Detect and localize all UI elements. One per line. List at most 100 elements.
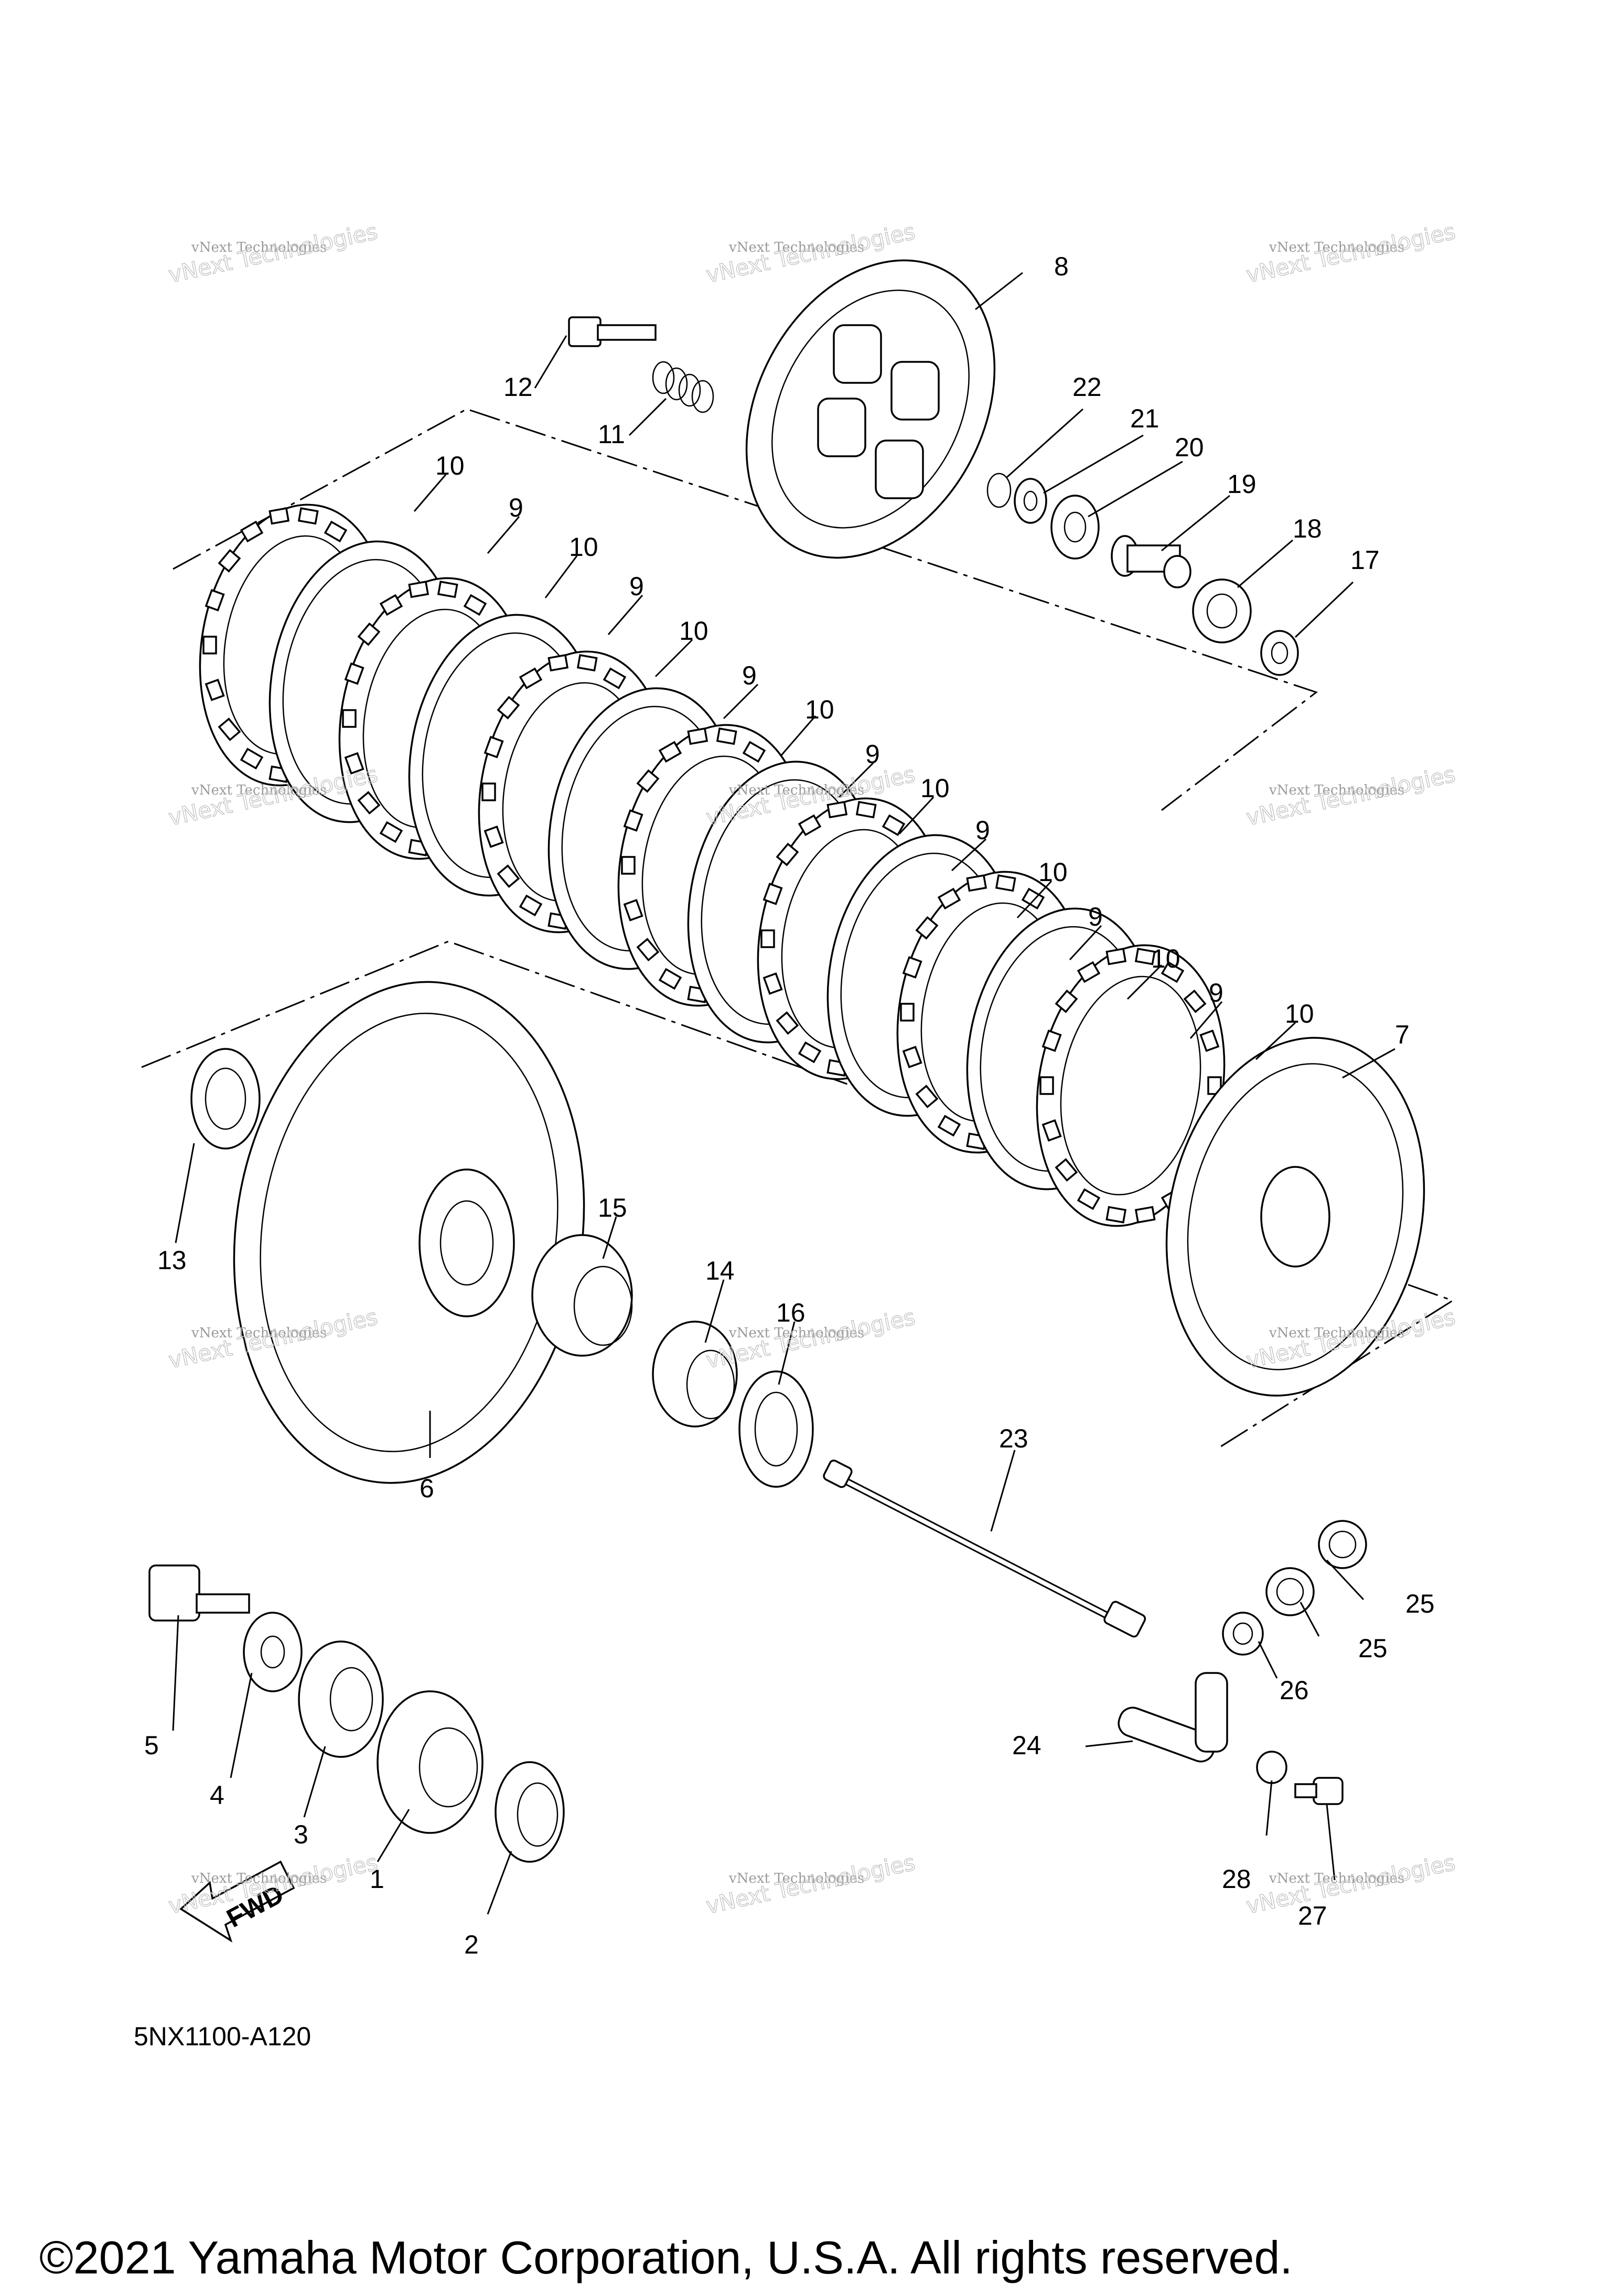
- leader-line: [975, 272, 1023, 310]
- callout-4: 4: [210, 1780, 224, 1810]
- leader-line: [487, 1851, 512, 1915]
- clutch-plate-stack: [199, 503, 1226, 1227]
- leader-line: [990, 1450, 1016, 1532]
- callout-25: 25: [1358, 1634, 1388, 1663]
- leader-line: [1342, 1048, 1395, 1079]
- bearing-25-lower: [1265, 1567, 1315, 1616]
- callout-10: 10: [1151, 944, 1180, 973]
- leader-line: [778, 1321, 796, 1385]
- clutch-housing-6: [233, 981, 585, 1484]
- leader-line: [951, 838, 987, 872]
- callout-10: 10: [569, 532, 598, 562]
- callout-6: 6: [420, 1474, 434, 1503]
- callout-15: 15: [598, 1193, 627, 1222]
- callout-24: 24: [1012, 1731, 1041, 1760]
- leader-line: [1088, 460, 1183, 518]
- callout-9: 9: [1209, 978, 1223, 1007]
- watermark-line1: vNext Technologies: [191, 782, 327, 798]
- primary-drive-gear-1: [377, 1690, 484, 1834]
- callout-10: 10: [1285, 999, 1314, 1028]
- callout-25: 25: [1405, 1589, 1435, 1618]
- leader-line: [1265, 1780, 1273, 1836]
- callout-9: 9: [1088, 902, 1103, 931]
- push-rod-23: [823, 1460, 1146, 1638]
- spacer-14: [652, 1321, 738, 1428]
- bearing-2: [495, 1761, 565, 1863]
- leader-line: [1043, 434, 1144, 494]
- leader-lines: [172, 272, 1395, 1915]
- gear-3: [298, 1640, 384, 1758]
- leader-line: [1258, 1641, 1278, 1679]
- callout-14: 14: [705, 1256, 735, 1285]
- upper-frame: [173, 408, 1318, 811]
- bearing-20: [1050, 495, 1100, 560]
- callout-10: 10: [805, 695, 834, 724]
- watermark-line1: vNext Technologies: [1269, 1325, 1404, 1341]
- callout-9: 9: [509, 493, 523, 522]
- callout-16: 16: [776, 1298, 806, 1327]
- needle-bearing-15: [531, 1234, 633, 1357]
- leader-line: [1085, 1740, 1133, 1747]
- watermark-line1: vNext Technologies: [728, 240, 864, 255]
- callout-numbers: 8121122212019181710910910910910910910910…: [144, 252, 1435, 1959]
- callout-10: 10: [435, 451, 465, 480]
- callout-12: 12: [503, 372, 533, 402]
- callout-8: 8: [1054, 252, 1069, 281]
- leader-line: [723, 683, 759, 720]
- pressure-plate-8: [745, 259, 996, 559]
- callout-1: 1: [370, 1864, 384, 1894]
- leader-line: [377, 1809, 410, 1862]
- circlip-22: [986, 473, 1012, 508]
- leader-line: [413, 474, 447, 512]
- callout-10: 10: [1038, 857, 1068, 887]
- leader-line: [1294, 581, 1354, 638]
- leader-line: [602, 1216, 617, 1259]
- leader-line: [175, 1143, 195, 1243]
- leader-line: [544, 555, 578, 598]
- leader-line: [1237, 539, 1293, 588]
- push-rod-19: [1111, 535, 1191, 588]
- watermark-line1: vNext Technologies: [191, 1325, 327, 1341]
- callout-18: 18: [1293, 514, 1322, 543]
- leader-line: [303, 1746, 326, 1818]
- part-code: 5NX1100-A120: [134, 2022, 311, 2051]
- watermark-line1: vNext Technologies: [728, 782, 864, 798]
- watermark-line1: vNext Technologies: [728, 1325, 864, 1341]
- leader-line: [1069, 925, 1102, 961]
- washer-28: [1256, 1751, 1287, 1784]
- leader-line: [628, 398, 667, 436]
- oil-seal-26: [1222, 1612, 1264, 1656]
- leader-line: [654, 639, 693, 678]
- callout-27: 27: [1298, 1901, 1327, 1930]
- callout-20: 20: [1175, 433, 1204, 462]
- copyright-notice: ©2021 Yamaha Motor Corporation, U.S.A. A…: [39, 2231, 1293, 2283]
- callout-9: 9: [742, 661, 757, 690]
- leader-line: [1255, 1022, 1296, 1060]
- watermark-line1: vNext Technologies: [1269, 782, 1404, 798]
- lock-washer-17: [1260, 630, 1299, 676]
- callout-17: 17: [1350, 545, 1380, 575]
- watermark-line1: vNext Technologies: [191, 1871, 327, 1886]
- callout-22: 22: [1072, 372, 1102, 402]
- callout-9: 9: [975, 816, 990, 845]
- callout-5: 5: [144, 1731, 159, 1760]
- leader-line: [1299, 1602, 1320, 1637]
- callout-11: 11: [598, 420, 625, 449]
- leader-line: [1126, 964, 1163, 1000]
- leader-line: [230, 1672, 253, 1778]
- bearing-18: [1192, 578, 1252, 643]
- leader-line: [487, 516, 520, 554]
- callout-9: 9: [629, 572, 644, 601]
- watermark-line1: vNext Technologies: [1269, 1871, 1404, 1886]
- bolt-12: [568, 316, 657, 347]
- leader-line: [534, 335, 567, 389]
- leader-line: [1326, 1559, 1365, 1601]
- callout-10: 10: [920, 774, 950, 803]
